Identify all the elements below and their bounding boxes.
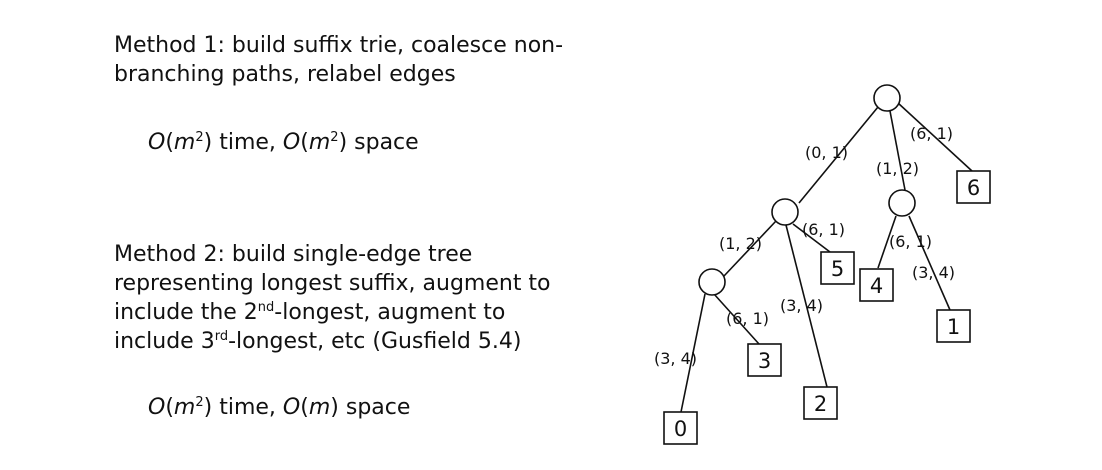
edge-label: (1, 2)	[876, 159, 919, 178]
method2-description: Method 2: build single-edge tree represe…	[114, 240, 634, 356]
tree-edge	[792, 223, 831, 253]
method2-line3: include the 2nd-longest, augment to	[114, 300, 506, 325]
method2-complexity: O(m2) time, O(m) space	[148, 395, 411, 420]
tree-node-root	[873, 84, 901, 112]
edge-label: (3, 4)	[780, 296, 823, 315]
method2-time-O: O	[148, 395, 166, 420]
method2-space-O: O	[282, 395, 301, 420]
tree-edge	[897, 102, 973, 172]
tree-edge	[908, 215, 951, 311]
leaf-box	[859, 268, 894, 302]
tree-node	[771, 198, 799, 226]
tree-edge	[877, 215, 897, 269]
method2-line4: include 3rd-longest, etc (Gusfield 5.4)	[114, 329, 522, 354]
tree-edge	[798, 106, 879, 204]
leaf-label: 5	[831, 257, 844, 281]
leaf-label: 0	[674, 417, 687, 441]
leaf-box	[747, 343, 782, 377]
leaf-label: 2	[814, 392, 827, 416]
edge-label: (1, 2)	[719, 234, 762, 253]
edge-label: (6, 1)	[910, 124, 953, 143]
method2-space-m: m	[308, 395, 331, 420]
edge-label: (0, 1)	[805, 143, 848, 162]
leaf-label: 6	[967, 176, 980, 200]
method1-line1: Method 1: build suffix trie, coalesce no…	[114, 33, 564, 58]
tree-edge	[680, 293, 706, 413]
method1-time-m: m	[173, 130, 196, 155]
leaf-label: 4	[870, 274, 883, 298]
tree-edge	[889, 110, 906, 191]
edge-label: (6, 1)	[802, 220, 845, 239]
edge-label: (6, 1)	[726, 309, 769, 328]
tree-edge	[785, 224, 828, 388]
tree-node	[888, 189, 916, 217]
leaf-label: 3	[758, 349, 771, 373]
leaf-box	[803, 386, 838, 420]
method2-line2: representing longest suffix, augment to	[114, 271, 551, 296]
method2-line1: Method 2: build single-edge tree	[114, 242, 473, 267]
tree-edge	[723, 220, 777, 277]
method1-line2: branching paths, relabel edges	[114, 62, 456, 87]
leaf-box	[936, 309, 971, 343]
method1-space-O: O	[282, 130, 301, 155]
leaf-box	[820, 251, 855, 285]
tree-node	[698, 268, 726, 296]
edge-label: (6, 1)	[889, 232, 932, 251]
leaf-label: 1	[947, 315, 960, 339]
leaf-box	[956, 170, 991, 204]
method2-time-m: m	[173, 395, 196, 420]
method1-time-O: O	[148, 130, 166, 155]
method1-description: Method 1: build suffix trie, coalesce no…	[114, 31, 624, 89]
edge-label: (3, 4)	[654, 349, 697, 368]
method1-space-m: m	[308, 130, 331, 155]
leaf-box	[663, 411, 698, 445]
method1-complexity: O(m2) time, O(m2) space	[148, 130, 419, 155]
tree-edge	[713, 293, 760, 345]
edge-label: (3, 4)	[912, 263, 955, 282]
